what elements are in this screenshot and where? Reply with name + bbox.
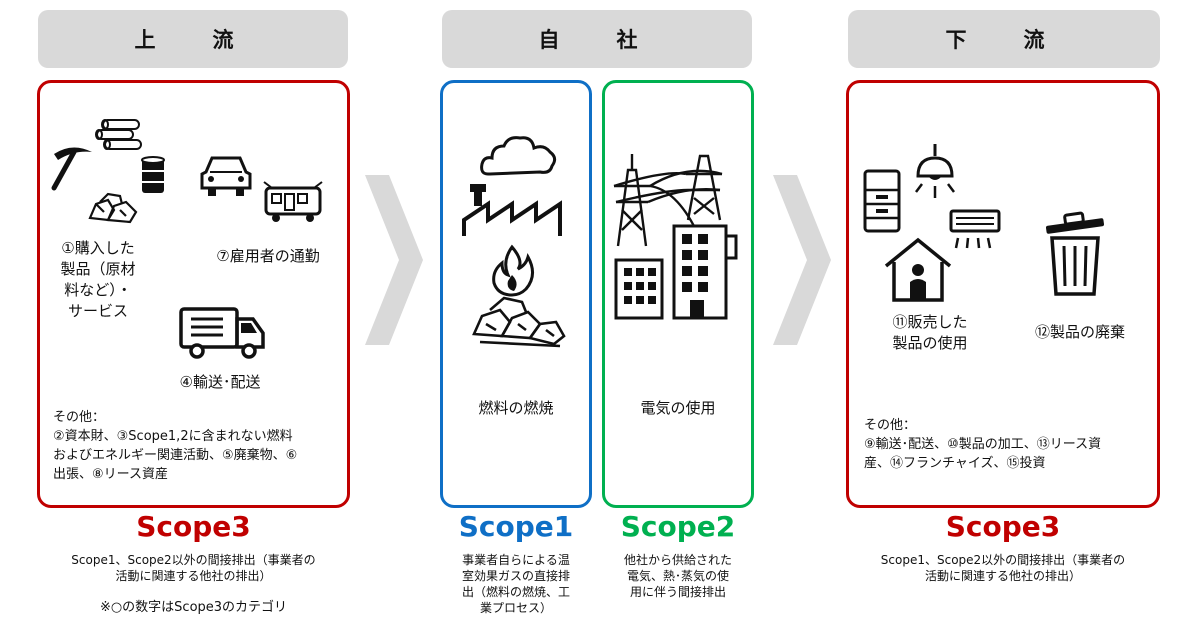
downstream-item-12-label: ⑫製品の廃棄 (1034, 323, 1125, 341)
car-icon (200, 156, 252, 196)
ore-icon (88, 192, 138, 224)
power-tower-icon (613, 154, 723, 247)
scope2-title: Scope2 (620, 510, 736, 543)
scope3-right-title: Scope3 (945, 510, 1061, 543)
logs-icon (95, 119, 142, 150)
smoke-cloud-icon (480, 136, 557, 176)
scope3-right-description: Scope1、Scope2以外の間接排出（事業者の 活動に関連する他社の排出） (880, 553, 1126, 583)
header-upstream: 上 流 (38, 10, 348, 68)
scope1-description: 事業者自らによる温 室効果ガスの直接排 出（燃料の燃焼、工 業プロセス） (461, 553, 570, 615)
scope3-left-description: Scope1、Scope2以外の間接排出（事業者の 活動に関連する他社の排出） (71, 553, 316, 583)
fire-icon (492, 244, 534, 297)
downstream-others-title: その他： (864, 418, 917, 433)
air-conditioner-icon (949, 209, 1001, 249)
scope2-description: 他社から供給された 電気、熱･蒸気の使 用に伴う間接排出 (623, 553, 732, 599)
scope3-left-title: Scope3 (136, 510, 251, 543)
factory-icon (462, 184, 562, 236)
header-downstream: 下 流 (848, 10, 1160, 68)
house-icon (884, 237, 952, 302)
downstream-box (846, 80, 1160, 508)
downstream-others-text: ⑨輸送･配送、⑩製品の加工、⑬リース資 産、⑭フランチャイズ、⑮投資 (864, 437, 1102, 471)
pickaxe-icon (51, 147, 92, 191)
scope2-item-label: 電気の使用 (640, 399, 716, 417)
ceiling-lamp-icon (915, 144, 955, 198)
scope1-item-label: 燃料の燃焼 (478, 399, 554, 417)
upstream-others-text: ②資本財、③Scope1,2に含まれない燃料 およびエネルギー関連活動、⑤廃棄物… (53, 429, 298, 482)
upstream-item-7-label: ⑦雇用者の通勤 (216, 247, 320, 265)
refrigerator-icon (863, 169, 901, 233)
flow-arrow-right-icon (773, 175, 831, 345)
truck-icon (179, 307, 265, 359)
upstream-item-1-label: ①購入した 製品（原材 料など）・ サービス (60, 239, 136, 320)
building-icon (614, 224, 738, 320)
downstream-item-11-label: ⑪販売した 製品の使用 (892, 313, 968, 352)
header-own-company: 自 社 (442, 10, 752, 68)
upstream-item-4-label: ④輸送･配送 (179, 373, 261, 391)
coal-icon (472, 296, 566, 348)
upstream-others-title: その他： (53, 410, 106, 425)
flow-arrow-left-icon (365, 175, 423, 345)
trash-can-icon (1045, 211, 1105, 296)
bus-icon (263, 181, 323, 222)
scope1-title: Scope1 (458, 510, 574, 543)
oil-drum-icon (141, 156, 165, 193)
scope3-category-note: ※○の数字はScope3のカテゴリ (99, 600, 288, 615)
